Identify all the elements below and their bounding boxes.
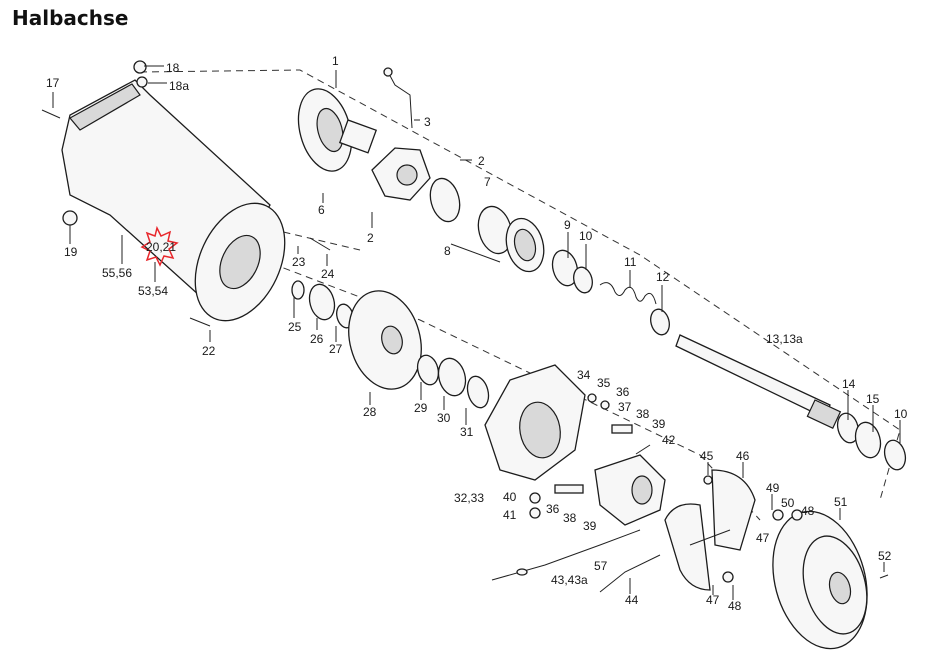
label-35[interactable]: 35 bbox=[597, 376, 611, 390]
label-22[interactable]: 22 bbox=[202, 344, 216, 358]
brake-drum-upper bbox=[297, 88, 378, 172]
label-7[interactable]: 7 bbox=[484, 175, 491, 189]
label-1[interactable]: 1 bbox=[332, 54, 339, 68]
highlight-star bbox=[140, 225, 179, 267]
axle-shaft-13 bbox=[675, 334, 842, 429]
label-38-upper[interactable]: 38 bbox=[636, 407, 650, 421]
callout-labels: 18 18a 17 1 3 2 6 7 2 19 20,21 55,56 53,… bbox=[46, 54, 908, 613]
label-29[interactable]: 29 bbox=[414, 401, 428, 415]
label-48-lower[interactable]: 48 bbox=[728, 599, 742, 613]
label-9[interactable]: 9 bbox=[564, 218, 571, 232]
label-46[interactable]: 46 bbox=[736, 449, 750, 463]
label-51[interactable]: 51 bbox=[834, 495, 848, 509]
small-hardware bbox=[529, 393, 889, 583]
label-55-56[interactable]: 55,56 bbox=[102, 266, 132, 280]
label-30[interactable]: 30 bbox=[437, 411, 451, 425]
label-53-54[interactable]: 53,54 bbox=[138, 284, 168, 298]
label-48-upper[interactable]: 48 bbox=[801, 504, 815, 518]
label-2-upper[interactable]: 2 bbox=[478, 154, 485, 168]
axle-tube-housing bbox=[41, 60, 286, 327]
label-37[interactable]: 37 bbox=[618, 400, 632, 414]
wheel-drum-51 bbox=[772, 510, 868, 650]
label-3[interactable]: 3 bbox=[424, 115, 431, 129]
label-43-43a[interactable]: 43,43a bbox=[551, 573, 588, 587]
label-38-lower[interactable]: 38 bbox=[563, 511, 577, 525]
label-26[interactable]: 26 bbox=[310, 332, 324, 346]
brake-line bbox=[383, 67, 413, 129]
spring-11 bbox=[599, 282, 657, 305]
label-19[interactable]: 19 bbox=[64, 245, 78, 259]
label-10-lower[interactable]: 10 bbox=[894, 407, 908, 421]
label-10-upper[interactable]: 10 bbox=[579, 229, 593, 243]
label-28[interactable]: 28 bbox=[363, 405, 377, 419]
label-11[interactable]: 11 bbox=[624, 255, 637, 269]
label-57[interactable]: 57 bbox=[594, 559, 608, 573]
label-6[interactable]: 6 bbox=[318, 203, 325, 217]
label-47-lower[interactable]: 47 bbox=[706, 593, 720, 607]
label-31[interactable]: 31 bbox=[460, 425, 474, 439]
label-50[interactable]: 50 bbox=[781, 496, 795, 510]
label-34[interactable]: 34 bbox=[577, 368, 591, 382]
label-13-13a[interactable]: 13,13a bbox=[766, 332, 803, 346]
bearings-29-31 bbox=[416, 354, 490, 409]
brake-shoes bbox=[664, 469, 756, 591]
label-32-33[interactable]: 32,33 bbox=[454, 491, 484, 505]
label-45[interactable]: 45 bbox=[700, 449, 714, 463]
brake-backing-plate bbox=[484, 364, 586, 481]
label-52[interactable]: 52 bbox=[878, 549, 892, 563]
label-49[interactable]: 49 bbox=[766, 481, 780, 495]
leader-lines bbox=[52, 65, 901, 600]
label-41[interactable]: 41 bbox=[503, 508, 517, 522]
label-39-upper[interactable]: 39 bbox=[652, 417, 666, 431]
label-27[interactable]: 27 bbox=[329, 342, 343, 356]
label-24[interactable]: 24 bbox=[321, 267, 335, 281]
label-12[interactable]: 12 bbox=[656, 270, 670, 284]
label-18a[interactable]: 18a bbox=[169, 79, 189, 93]
seal-rings-9-10 bbox=[551, 249, 593, 294]
label-40[interactable]: 40 bbox=[503, 490, 517, 504]
label-20-21[interactable]: 20,21 bbox=[146, 240, 176, 254]
label-25[interactable]: 25 bbox=[288, 320, 302, 334]
label-8[interactable]: 8 bbox=[444, 244, 451, 258]
label-2-lower[interactable]: 2 bbox=[367, 231, 374, 245]
brake-cables bbox=[491, 529, 661, 593]
page-title: Halbachse bbox=[12, 6, 129, 30]
label-44[interactable]: 44 bbox=[625, 593, 639, 607]
hub-flange-42 bbox=[594, 454, 666, 526]
brake-drum-28 bbox=[348, 290, 422, 390]
shaft-bearing-housing bbox=[371, 147, 431, 201]
washer-12 bbox=[650, 308, 670, 336]
label-23[interactable]: 23 bbox=[292, 255, 306, 269]
label-18[interactable]: 18 bbox=[166, 61, 180, 75]
label-42[interactable]: 42 bbox=[662, 433, 676, 447]
bearings-14-15-10 bbox=[836, 412, 907, 471]
label-39-lower[interactable]: 39 bbox=[583, 519, 597, 533]
center-bearings bbox=[291, 237, 354, 329]
label-17[interactable]: 17 bbox=[46, 76, 60, 90]
label-47-upper[interactable]: 47 bbox=[756, 531, 770, 545]
label-15[interactable]: 15 bbox=[866, 392, 880, 406]
label-36-lower[interactable]: 36 bbox=[546, 502, 560, 516]
label-14[interactable]: 14 bbox=[842, 377, 856, 391]
bearing-set-7-8 bbox=[429, 177, 545, 273]
label-36-upper[interactable]: 36 bbox=[616, 385, 630, 399]
